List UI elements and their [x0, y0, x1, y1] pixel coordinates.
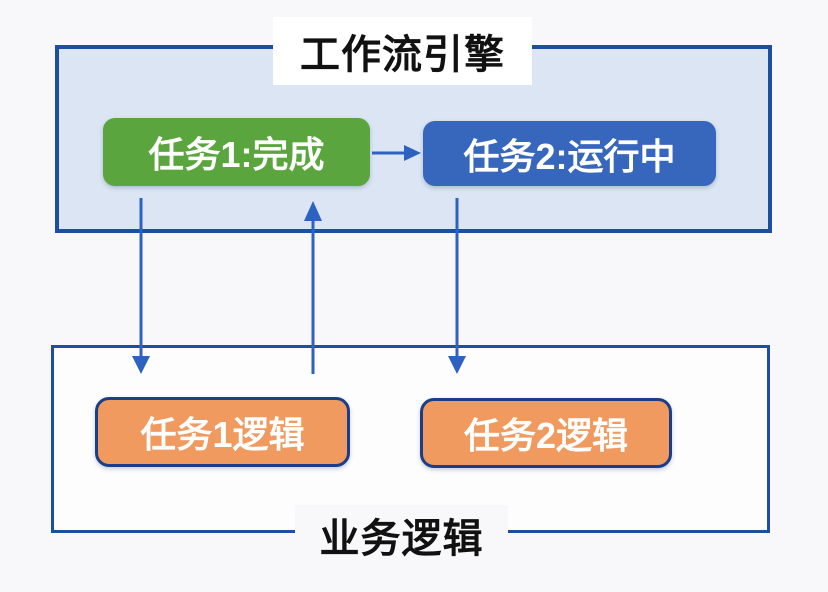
workflow-engine-title: 工作流引擎 [273, 17, 532, 85]
task2-logic-label: 任务2逻辑 [463, 415, 629, 456]
workflow-engine-title-text: 工作流引擎 [300, 33, 505, 77]
task1-label: 任务1:完成 [148, 134, 325, 175]
business-logic-title-text: 业务逻辑 [319, 517, 484, 561]
task2-logic-node: 任务2逻辑 [420, 398, 672, 468]
task2-label: 任务2:运行中 [463, 135, 676, 177]
task1-node: 任务1:完成 [103, 118, 370, 186]
task1-logic-label: 任务1逻辑 [140, 414, 305, 455]
business-logic-title: 业务逻辑 [295, 505, 508, 565]
task2-node: 任务2:运行中 [423, 121, 716, 186]
task1-logic-node: 任务1逻辑 [95, 397, 350, 467]
